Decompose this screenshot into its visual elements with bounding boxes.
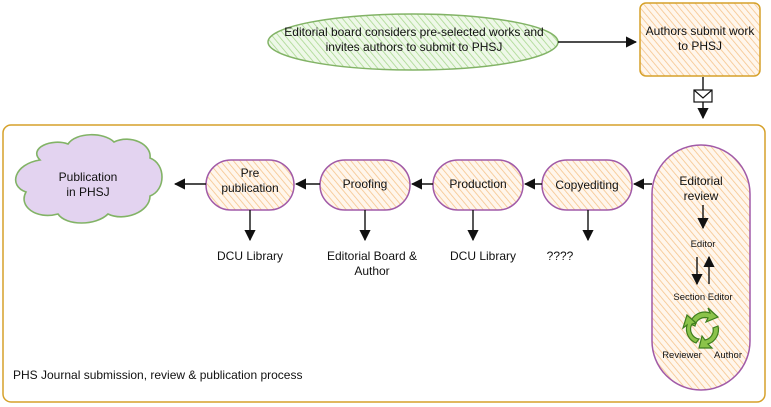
proofing-label: Proofing bbox=[342, 177, 388, 191]
editorial-review-label: Editorial review bbox=[679, 174, 723, 203]
section-editor-label: Section Editor bbox=[673, 292, 733, 303]
envelope-icon bbox=[693, 89, 713, 103]
editor-label: Editor bbox=[690, 239, 716, 250]
copyediting-label: Copyediting bbox=[555, 178, 619, 192]
production-responsible: DCU Library bbox=[449, 249, 516, 263]
process-caption: PHS Journal submission, review & publica… bbox=[13, 368, 303, 382]
editorial-review-shape bbox=[651, 144, 751, 391]
authors-submit-shape bbox=[639, 2, 761, 77]
author-label: Author bbox=[714, 350, 742, 361]
editorial-board-label: Editorial board considers pre-selected w… bbox=[284, 25, 544, 54]
publication-cloud bbox=[15, 133, 163, 224]
production-shape bbox=[432, 159, 524, 211]
recycle-icon bbox=[681, 307, 720, 349]
pre-publication-label: Pre publication bbox=[221, 166, 279, 195]
process-container bbox=[2, 124, 766, 403]
reviewer-label: Reviewer bbox=[662, 350, 702, 361]
proofing-responsible: Editorial Board & Author bbox=[326, 249, 418, 278]
copyediting-responsible: ???? bbox=[546, 249, 574, 263]
production-label: Production bbox=[449, 177, 507, 191]
publication-label: Publication in PHSJ bbox=[58, 170, 118, 199]
authors-submit-label: Authors submit work to PHSJ bbox=[645, 24, 755, 53]
copyediting-shape bbox=[541, 159, 633, 211]
pre-publication-responsible: DCU Library bbox=[216, 249, 283, 263]
